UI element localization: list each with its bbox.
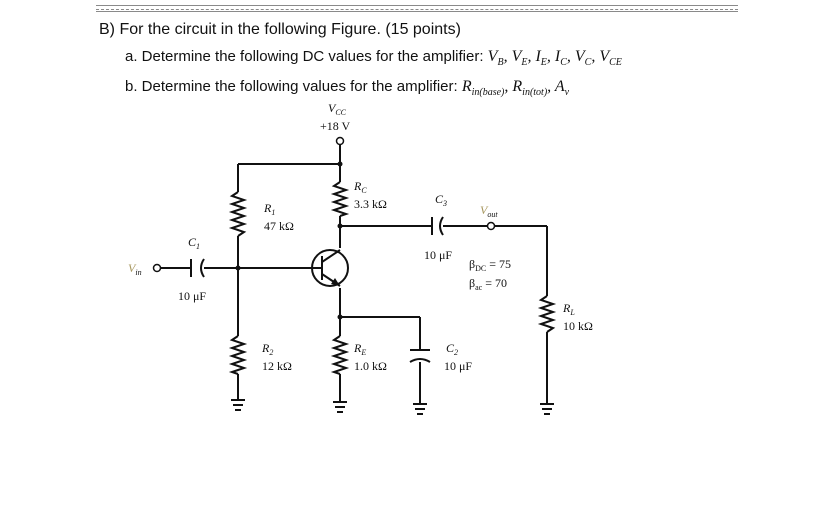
resistor-rc <box>330 181 350 217</box>
r1-label: R1 <box>263 201 275 217</box>
junction-dot <box>337 223 343 229</box>
ground-symbol <box>333 401 347 413</box>
question-part-a: a. Determine the following DC values for… <box>125 48 622 68</box>
vin-terminal <box>152 263 162 273</box>
vout-terminal <box>486 221 496 231</box>
junction-dot <box>337 161 343 167</box>
top-rule <box>96 5 738 6</box>
part-a-text: a. Determine the following DC values for… <box>125 48 488 65</box>
c2-value: 10 μF <box>444 359 472 373</box>
c2-label: C2 <box>446 341 458 357</box>
c3-value: 10 μF <box>424 248 452 262</box>
ground-symbol <box>231 399 245 411</box>
part-b-text: b. Determine the following values for th… <box>125 78 462 95</box>
resistor-rl <box>537 295 557 333</box>
capacitor-c3 <box>431 216 455 236</box>
npn-transistor <box>311 249 349 287</box>
capacitor-c1 <box>190 258 205 278</box>
re-label: RE <box>353 341 366 357</box>
beta-ac: βac = 70 <box>469 276 507 292</box>
ground-symbol <box>540 403 554 415</box>
resistor-r2 <box>228 335 248 375</box>
beta-dc: βDC = 75 <box>469 257 511 273</box>
junction-dot <box>337 314 343 320</box>
r1-value: 47 kΩ <box>264 219 294 233</box>
vcc-value: +18 V <box>320 119 351 133</box>
junction-dot <box>235 265 241 271</box>
part-a-vars: VB, VE, IE, IC, VC, VCE <box>487 48 622 69</box>
vcc-terminal <box>335 136 345 146</box>
c3-label: C3 <box>435 192 447 208</box>
rc-value: 3.3 kΩ <box>354 197 387 211</box>
r2-label: R2 <box>261 341 273 357</box>
c1-value: 10 μF <box>178 289 206 303</box>
re-value: 1.0 kΩ <box>354 359 387 373</box>
capacitor-c2 <box>409 349 431 363</box>
vin-label: Vin <box>128 261 142 277</box>
c1-label: C1 <box>188 235 200 251</box>
resistor-re <box>330 335 350 375</box>
rc-label: RC <box>353 179 367 195</box>
ground-symbol <box>413 403 427 415</box>
top-dashed-rule <box>96 9 738 10</box>
rl-label: RL <box>562 301 575 317</box>
resistor-r1 <box>228 191 248 237</box>
vcc-label: VCC <box>328 101 347 117</box>
rl-value: 10 kΩ <box>563 319 593 333</box>
question-part-b: b. Determine the following values for th… <box>125 78 569 98</box>
circuit-wires <box>160 145 548 404</box>
part-b-vars: Rin(base), Rin(tot), Av <box>461 78 570 99</box>
vout-label: Vout <box>480 203 498 219</box>
top-rule-2 <box>96 11 738 12</box>
question-heading: B) For the circuit in the following Figu… <box>99 21 461 38</box>
r2-value: 12 kΩ <box>262 359 292 373</box>
